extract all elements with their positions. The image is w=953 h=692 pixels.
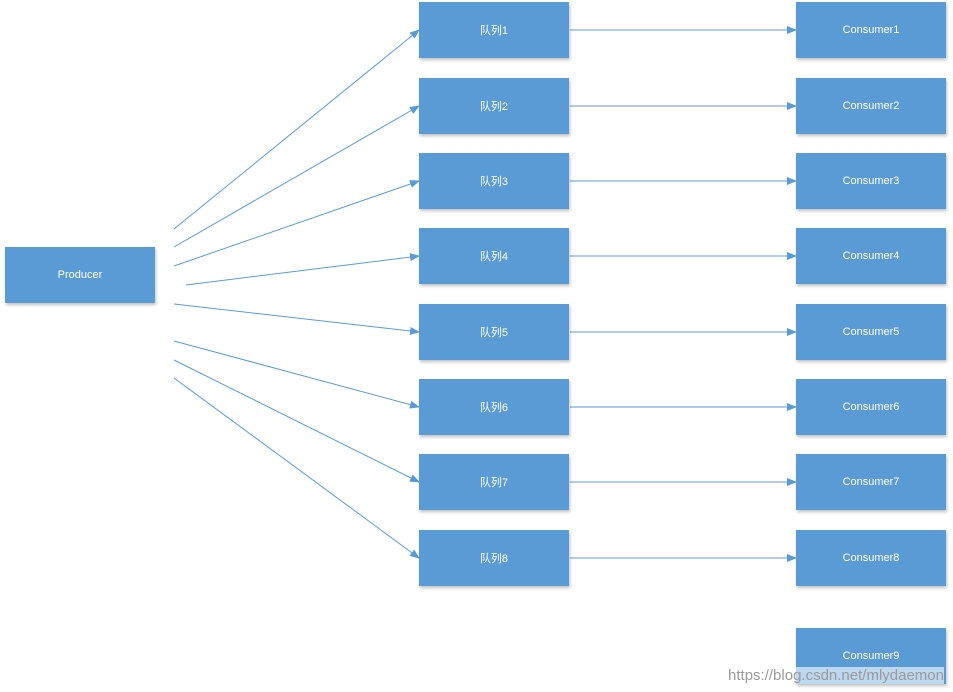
queue-box-5: 队列5	[419, 304, 569, 360]
consumer-box-3: Consumer3	[796, 153, 946, 209]
queue-box-3: 队列3	[419, 153, 569, 209]
consumer-label: Consumer6	[842, 401, 900, 413]
consumer-box-1: Consumer1	[796, 2, 946, 58]
consumer-box-7: Consumer7	[796, 454, 946, 510]
producer-to-queue-arrow-5	[173, 303, 420, 335]
consumer-box-2: Consumer2	[796, 78, 946, 134]
producer-to-queue-arrow-6	[173, 340, 420, 409]
consumer-label: Consumer8	[842, 552, 900, 564]
queue-box-7: 队列7	[419, 454, 569, 510]
queue-label: 队列2	[479, 101, 509, 113]
queue-label: 队列6	[479, 402, 509, 414]
queue-box-4: 队列4	[419, 228, 569, 284]
queue-label: 队列8	[479, 553, 509, 565]
producer-to-queue-arrow-4	[185, 253, 420, 286]
producer-to-queue-arrow-2	[173, 105, 420, 248]
consumer-label: Consumer9	[842, 650, 900, 662]
producer-label: Producer	[57, 269, 103, 281]
consumer-label: Consumer4	[842, 250, 900, 262]
watermark: https://blog.csdn.net/mlydaemon	[728, 667, 944, 684]
consumer-label: Consumer7	[842, 476, 900, 488]
queue-label: 队列4	[479, 251, 509, 263]
producer-box: Producer	[5, 247, 155, 303]
queue-label: 队列3	[479, 176, 509, 188]
consumer-box-6: Consumer6	[796, 379, 946, 435]
consumer-label: Consumer1	[842, 24, 900, 36]
consumer-label: Consumer2	[842, 100, 900, 112]
consumer-box-4: Consumer4	[796, 228, 946, 284]
queue-box-6: 队列6	[419, 379, 569, 435]
consumer-box-8: Consumer8	[796, 530, 946, 586]
producer-to-queue-arrow-7	[173, 359, 420, 483]
consumer-label: Consumer3	[842, 175, 900, 187]
queue-label: 队列7	[479, 477, 509, 489]
queue-label: 队列1	[479, 25, 509, 37]
producer-to-queue-arrow-1	[173, 29, 420, 230]
queue-box-2: 队列2	[419, 78, 569, 134]
consumer-label: Consumer5	[842, 326, 900, 338]
consumer-box-5: Consumer5	[796, 304, 946, 360]
producer-to-queue-arrow-8	[173, 377, 420, 559]
queue-label: 队列5	[479, 327, 509, 339]
queue-box-1: 队列1	[419, 2, 569, 58]
producer-to-queue-arrow-3	[173, 180, 420, 267]
queue-box-8: 队列8	[419, 530, 569, 586]
